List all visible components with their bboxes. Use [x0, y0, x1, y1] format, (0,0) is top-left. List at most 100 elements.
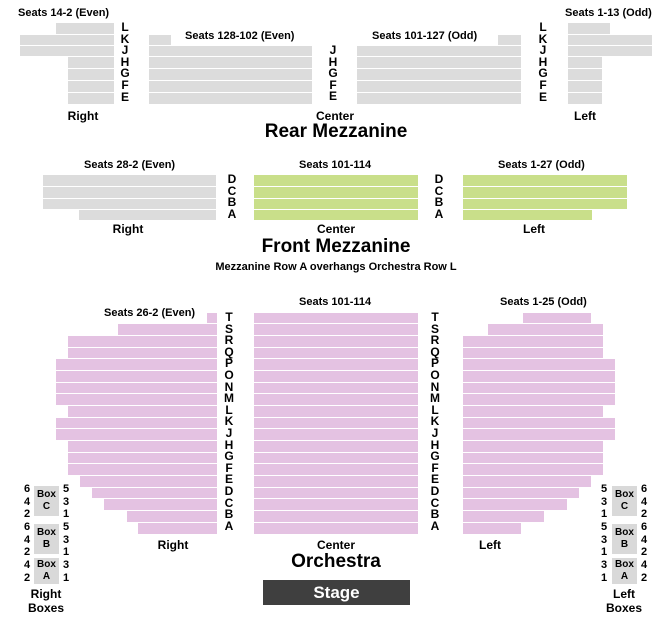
seat-row[interactable]	[149, 68, 312, 80]
seat-row[interactable]	[254, 463, 418, 475]
seat-row[interactable]	[138, 522, 217, 534]
seat-row[interactable]	[254, 393, 418, 405]
seat-row[interactable]	[357, 45, 521, 56]
seat-row[interactable]	[149, 92, 312, 104]
seat-row[interactable]	[254, 335, 418, 347]
seat-row[interactable]	[463, 475, 591, 487]
seat-row[interactable]	[68, 463, 217, 475]
seat-row[interactable]	[463, 417, 615, 428]
seat-row[interactable]	[568, 45, 652, 56]
seat-row[interactable]	[568, 34, 652, 45]
seat-row[interactable]	[20, 34, 114, 45]
seat-row[interactable]	[463, 382, 615, 393]
seat-row[interactable]	[254, 209, 418, 220]
seat-row[interactable]	[92, 487, 217, 498]
seat-row[interactable]	[463, 405, 603, 417]
seat-row[interactable]	[254, 347, 418, 358]
seat-row[interactable]	[127, 510, 217, 522]
seat-row[interactable]	[254, 186, 418, 198]
seat-row[interactable]	[149, 34, 171, 45]
seat-row[interactable]	[56, 393, 217, 405]
seat-row[interactable]	[357, 68, 521, 80]
seat-row[interactable]	[43, 198, 216, 209]
seat-row[interactable]	[463, 452, 603, 463]
seat-row[interactable]	[68, 68, 114, 80]
seat-row[interactable]	[463, 510, 544, 522]
seat-row[interactable]	[463, 186, 627, 198]
seat-row[interactable]	[149, 80, 312, 92]
seat-row[interactable]	[149, 45, 312, 56]
seat-row[interactable]	[118, 323, 217, 335]
seat-row[interactable]	[463, 487, 579, 498]
seat-row[interactable]	[463, 440, 603, 452]
seat-row[interactable]	[68, 405, 217, 417]
seat-row[interactable]	[488, 323, 603, 335]
seat-row[interactable]	[254, 452, 418, 463]
seat-row[interactable]	[43, 186, 216, 198]
seat-row[interactable]	[20, 45, 114, 56]
seat-row[interactable]	[68, 80, 114, 92]
seat-row[interactable]	[43, 174, 216, 186]
seat-row[interactable]	[357, 92, 521, 104]
seat-row[interactable]	[254, 475, 418, 487]
seat-row[interactable]	[68, 440, 217, 452]
seat-row[interactable]	[463, 347, 603, 358]
seat-row[interactable]	[149, 56, 312, 68]
seat-row[interactable]	[56, 428, 217, 440]
seat-row[interactable]	[56, 370, 217, 382]
seat-row[interactable]	[568, 56, 602, 68]
seat-row[interactable]	[254, 312, 418, 323]
seat-row[interactable]	[254, 510, 418, 522]
right-box-c[interactable]: Box C	[34, 486, 59, 516]
seat-row[interactable]	[80, 475, 217, 487]
seat-row[interactable]	[568, 22, 610, 34]
seat-row[interactable]	[254, 405, 418, 417]
seat-row[interactable]	[104, 498, 217, 510]
seat-row[interactable]	[463, 463, 603, 475]
seat-row[interactable]	[463, 174, 627, 186]
seat-row[interactable]	[254, 487, 418, 498]
left-box-b[interactable]: Box B	[612, 524, 637, 554]
seat-row[interactable]	[68, 92, 114, 104]
seat-row[interactable]	[463, 370, 615, 382]
left-box-c[interactable]: Box C	[612, 486, 637, 516]
seat-row[interactable]	[68, 452, 217, 463]
left-box-a[interactable]: Box A	[612, 558, 637, 584]
seat-row[interactable]	[68, 347, 217, 358]
seat-row[interactable]	[254, 498, 418, 510]
seat-row[interactable]	[56, 22, 114, 34]
seat-row[interactable]	[463, 393, 615, 405]
seat-row[interactable]	[254, 370, 418, 382]
seat-row[interactable]	[207, 312, 217, 323]
seat-row[interactable]	[568, 92, 602, 104]
seat-row[interactable]	[463, 428, 615, 440]
seat-row[interactable]	[56, 358, 217, 370]
seat-row[interactable]	[68, 56, 114, 68]
seat-row[interactable]	[568, 68, 602, 80]
seat-row[interactable]	[523, 312, 591, 323]
seat-row[interactable]	[463, 209, 592, 220]
seat-row[interactable]	[68, 335, 217, 347]
seat-row[interactable]	[357, 80, 521, 92]
right-box-b[interactable]: Box B	[34, 524, 59, 554]
seat-row[interactable]	[254, 198, 418, 209]
seat-row[interactable]	[463, 522, 521, 534]
seat-row[interactable]	[254, 174, 418, 186]
seat-row[interactable]	[463, 335, 603, 347]
seat-row[interactable]	[463, 498, 567, 510]
seat-row[interactable]	[254, 358, 418, 370]
seat-row[interactable]	[56, 382, 217, 393]
seat-row[interactable]	[568, 80, 602, 92]
seat-row[interactable]	[254, 417, 418, 428]
seat-row[interactable]	[498, 34, 521, 45]
seat-row[interactable]	[357, 56, 521, 68]
seat-row[interactable]	[254, 522, 418, 534]
seat-row[interactable]	[463, 198, 627, 209]
seat-row[interactable]	[254, 428, 418, 440]
seat-row[interactable]	[254, 323, 418, 335]
seat-row[interactable]	[254, 382, 418, 393]
seat-row[interactable]	[463, 358, 615, 370]
seat-row[interactable]	[254, 440, 418, 452]
right-box-a[interactable]: Box A	[34, 558, 59, 584]
seat-row[interactable]	[79, 209, 216, 220]
